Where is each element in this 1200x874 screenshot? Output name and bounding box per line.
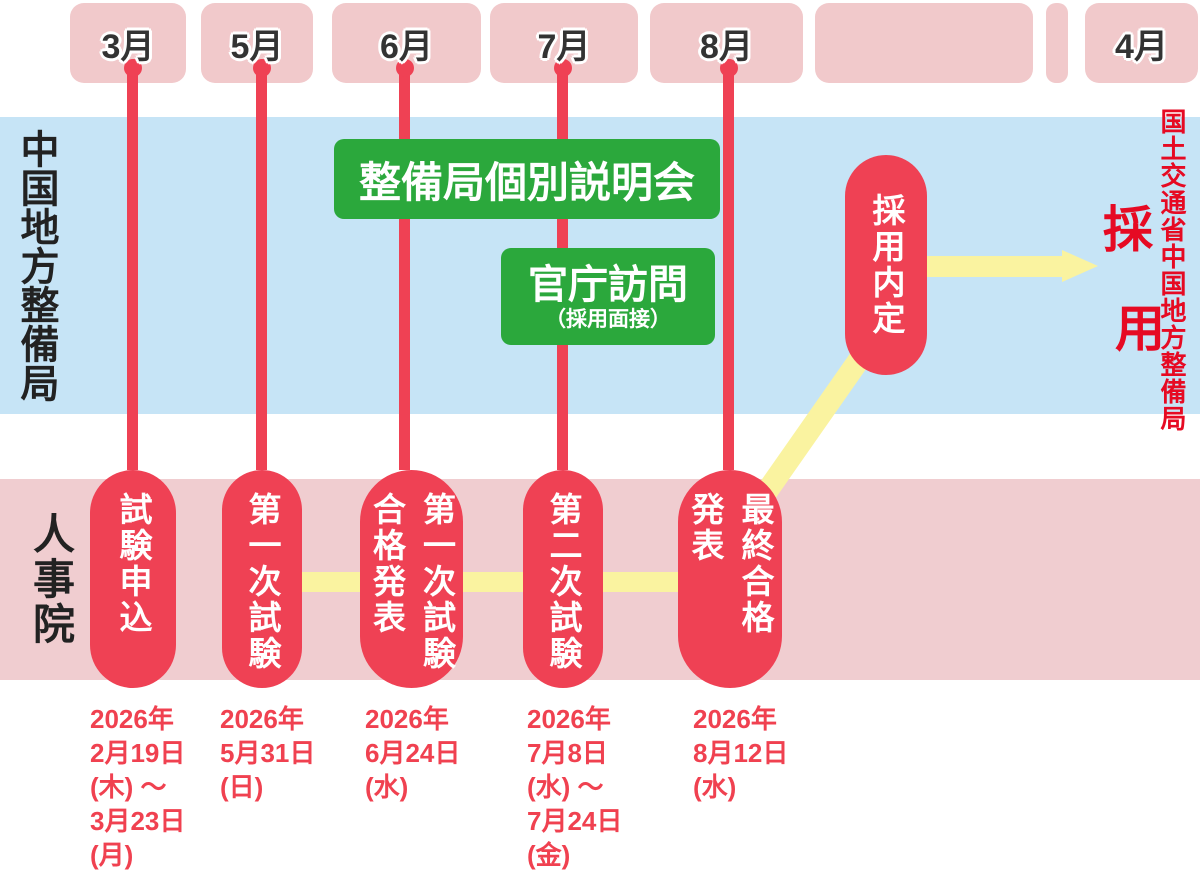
hire-word-char-top: 採 [1103, 202, 1153, 258]
month-dot [396, 59, 414, 77]
month-dot [124, 59, 142, 77]
timeline-connector-bar [264, 572, 730, 592]
hire-arrow-shaft [925, 256, 1065, 277]
jinjiin-lane-label-text: 人事院 [27, 512, 75, 647]
bureau-lane-label-text: 中国地方整備局 [15, 129, 58, 402]
pill-label: 試験申込 [115, 492, 152, 636]
office-visit-event-box: 官庁訪問 （採用面接） [501, 248, 715, 345]
month-label: 3月 [101, 27, 155, 66]
pill-label: 最終合格 発表 [687, 492, 774, 636]
pill-first-exam-results: 第一次試験 合格発表 [360, 470, 463, 688]
month-connector-line [256, 64, 267, 470]
pill-label: 採用内定 [868, 193, 905, 337]
month-label: 7月 [537, 27, 591, 66]
month-dot [253, 59, 271, 77]
month-box-blank-wide [815, 3, 1033, 83]
month-box-march: 3月 [70, 3, 186, 83]
office-visit-label: 官庁訪問 [528, 262, 688, 307]
pill-exam-application: 試験申込 [90, 470, 176, 688]
pill-label: 第一次試験 [244, 492, 281, 672]
hire-arrow-head-icon [1062, 250, 1098, 282]
pill-job-offer: 採用内定 [845, 155, 927, 375]
pill-first-exam: 第一次試験 [222, 470, 302, 688]
month-label: 5月 [230, 27, 284, 66]
month-box-may: 5月 [201, 3, 313, 83]
date-final-results: 2026年 8月12日 (水) [693, 704, 789, 802]
month-connector-line [399, 64, 410, 470]
briefing-event-box: 整備局個別説明会 [334, 139, 720, 219]
pill-label: 第一次試験 合格発表 [368, 492, 456, 672]
pill-label: 第二次試験 [545, 492, 582, 672]
pill-final-results: 最終合格 発表 [678, 470, 782, 688]
month-label: 4月 [1115, 27, 1168, 66]
month-box-blank-sliver [1046, 3, 1068, 83]
jinjiin-lane-label: 人事院 [23, 479, 79, 680]
date-second-exam: 2026年 7月8日 (水) ～ 7月24日 (金) [527, 704, 623, 870]
pill-second-exam: 第二次試験 [523, 470, 603, 688]
date-first-exam: 2026年 5月31日 (日) [220, 704, 316, 802]
hire-word-char-bottom: 用 [1115, 301, 1165, 357]
month-connector-line [723, 64, 734, 470]
month-connector-line [127, 64, 138, 470]
month-box-april: 4月 [1085, 3, 1198, 83]
date-exam-application: 2026年 2月19日 (木) ～ 3月23日 (月) [90, 704, 186, 870]
bureau-lane-label: 中国地方整備局 [8, 117, 64, 414]
month-dot [720, 59, 738, 77]
organization-vertical-text: 国土交通省中国地方整備局 [1157, 108, 1188, 432]
office-visit-note: （採用面接） [545, 307, 671, 331]
month-label: 6月 [380, 27, 433, 66]
month-dot [554, 59, 572, 77]
briefing-event-label: 整備局個別説明会 [358, 158, 695, 206]
month-label: 8月 [700, 27, 753, 66]
date-first-exam-results: 2026年 6月24日 (水) [365, 704, 461, 802]
